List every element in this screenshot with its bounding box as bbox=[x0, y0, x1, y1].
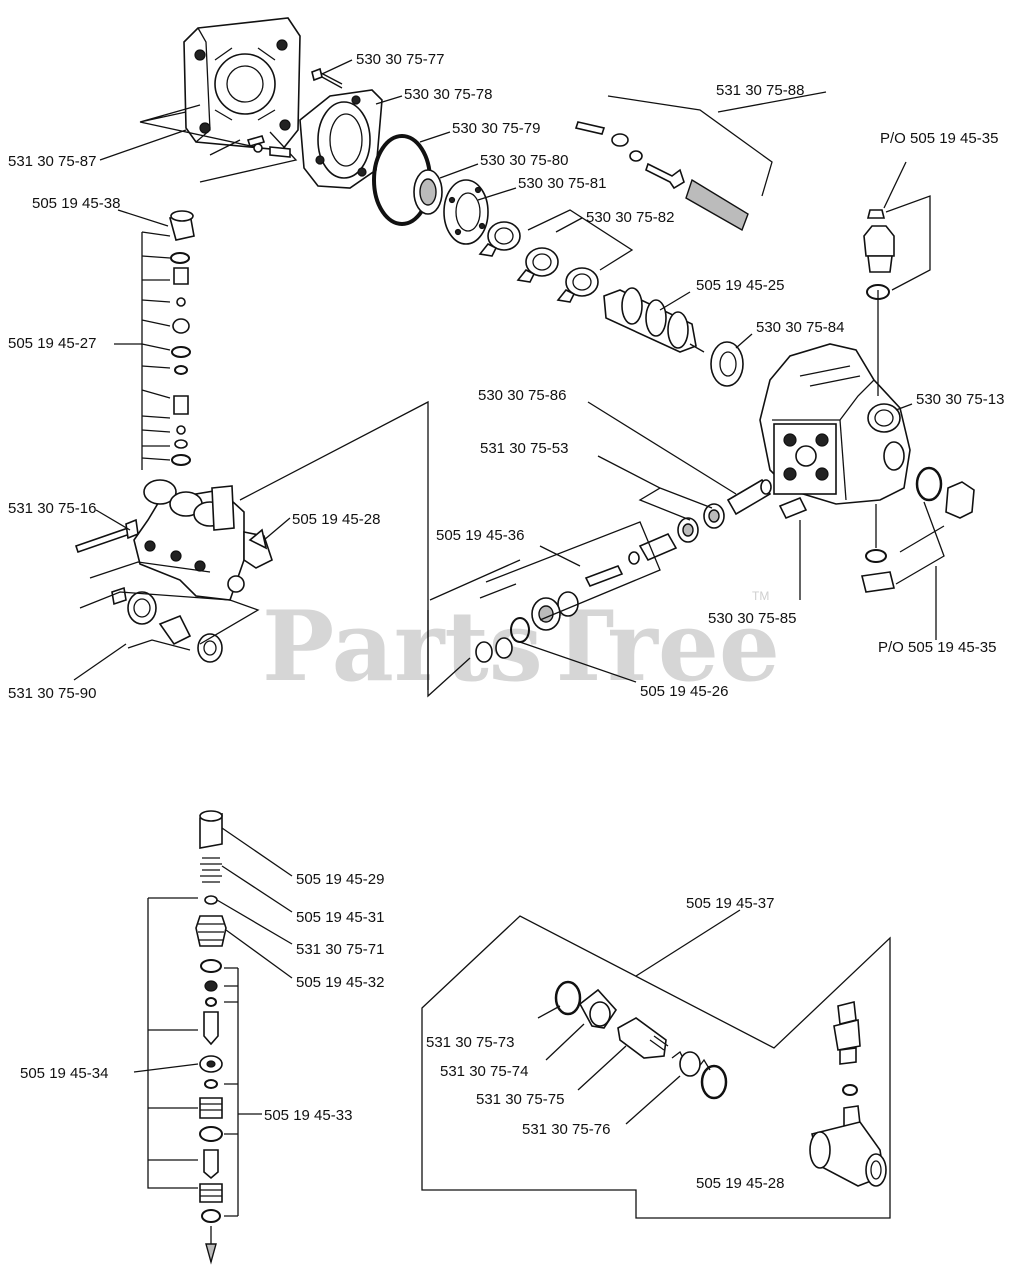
manifold-bolt-part[interactable] bbox=[74, 518, 139, 554]
piston-guide-part[interactable] bbox=[778, 496, 808, 520]
callout-505-19-45-36[interactable]: 505 19 45-36 bbox=[436, 527, 524, 544]
callout-505-19-45-28-top[interactable]: 505 19 45-28 bbox=[292, 511, 380, 528]
watermark-tm: TM bbox=[752, 589, 769, 603]
callout-530-30-75-80[interactable]: 530 30 75-80 bbox=[480, 152, 568, 169]
ball-bearing-part[interactable] bbox=[443, 179, 489, 245]
coupler-assembly-part[interactable] bbox=[809, 1001, 887, 1187]
callout-505-19-45-31[interactable]: 505 19 45-31 bbox=[296, 909, 384, 926]
crank-bearing-part[interactable] bbox=[710, 341, 744, 387]
callout-505-19-45-26[interactable]: 505 19 45-26 bbox=[640, 683, 728, 700]
callout-530-30-75-79[interactable]: 530 30 75-79 bbox=[452, 120, 540, 137]
part-labels: 530 30 75-77 530 30 75-78 531 30 75-88 5… bbox=[8, 51, 1004, 1192]
callout-530-30-75-86[interactable]: 530 30 75-86 bbox=[478, 387, 566, 404]
callout-505-19-45-33[interactable]: 505 19 45-33 bbox=[264, 1107, 352, 1124]
drain-plug-part[interactable] bbox=[915, 466, 975, 519]
piston-part[interactable] bbox=[726, 478, 772, 516]
callout-531-30-75-76[interactable]: 531 30 75-76 bbox=[522, 1121, 610, 1138]
callout-530-30-75-78[interactable]: 530 30 75-78 bbox=[404, 86, 492, 103]
callout-530-30-75-77[interactable]: 530 30 75-77 bbox=[356, 51, 444, 68]
callout-505-19-45-28-bottom[interactable]: 505 19 45-28 bbox=[696, 1175, 784, 1192]
callout-531-30-75-74[interactable]: 531 30 75-74 bbox=[440, 1063, 528, 1080]
connecting-rod-2-part[interactable] bbox=[516, 247, 559, 283]
callout-po-505-19-45-35-top[interactable]: P/O 505 19 45-35 bbox=[880, 130, 998, 147]
oil-seal-part[interactable] bbox=[413, 169, 443, 215]
callout-505-19-45-32[interactable]: 505 19 45-32 bbox=[296, 974, 384, 991]
callout-531-30-75-87[interactable]: 531 30 75-87 bbox=[8, 153, 96, 170]
callout-505-19-45-37[interactable]: 505 19 45-37 bbox=[686, 895, 774, 912]
callout-530-30-75-85[interactable]: 530 30 75-85 bbox=[708, 610, 796, 627]
manifold-head-part[interactable] bbox=[133, 479, 273, 601]
valve-stack-part[interactable] bbox=[169, 210, 195, 466]
camshaft-part[interactable] bbox=[603, 287, 705, 353]
plate-bolt-small-part[interactable] bbox=[246, 135, 291, 158]
callout-531-30-75-71[interactable]: 531 30 75-71 bbox=[296, 941, 384, 958]
watermark-text: PartsTree bbox=[262, 590, 780, 703]
callout-530-30-75-84[interactable]: 530 30 75-84 bbox=[756, 319, 844, 336]
callout-530-30-75-82[interactable]: 530 30 75-82 bbox=[586, 209, 674, 226]
callout-531-30-75-53[interactable]: 531 30 75-53 bbox=[480, 440, 568, 457]
callout-530-30-75-81[interactable]: 530 30 75-81 bbox=[518, 175, 606, 192]
callout-505-19-45-25[interactable]: 505 19 45-25 bbox=[696, 277, 784, 294]
nozzle-assembly-part[interactable] bbox=[554, 980, 728, 1100]
callout-530-30-75-13[interactable]: 530 30 75-13 bbox=[916, 391, 1004, 408]
callout-531-30-75-90[interactable]: 531 30 75-90 bbox=[8, 685, 96, 702]
connecting-rod-1-part[interactable] bbox=[478, 221, 521, 257]
callout-505-19-45-27[interactable]: 505 19 45-27 bbox=[8, 335, 96, 352]
callout-531-30-75-16[interactable]: 531 30 75-16 bbox=[8, 500, 96, 517]
dipstick-kit-part[interactable] bbox=[574, 95, 773, 232]
callout-505-19-45-29[interactable]: 505 19 45-29 bbox=[296, 871, 384, 888]
callout-531-30-75-73[interactable]: 531 30 75-73 bbox=[426, 1034, 514, 1051]
callout-po-505-19-45-35-bottom[interactable]: P/O 505 19 45-35 bbox=[878, 639, 996, 656]
callout-531-30-75-88[interactable]: 531 30 75-88 bbox=[716, 82, 804, 99]
callout-505-19-45-34[interactable]: 505 19 45-34 bbox=[20, 1065, 108, 1082]
fill-cap-part[interactable] bbox=[863, 209, 895, 300]
valve-plug-set-part[interactable] bbox=[111, 586, 223, 663]
lower-plug-part[interactable] bbox=[861, 549, 895, 593]
piston-seal-part[interactable] bbox=[677, 503, 725, 543]
plunger-part[interactable] bbox=[475, 532, 678, 663]
crankcase-part[interactable] bbox=[759, 343, 911, 505]
back-plate-part[interactable] bbox=[183, 17, 301, 151]
callout-505-19-45-38[interactable]: 505 19 45-38 bbox=[32, 195, 120, 212]
flange-bolt-part[interactable] bbox=[311, 67, 343, 89]
bearing-flange-part[interactable] bbox=[299, 89, 383, 189]
unloader-stack-part[interactable] bbox=[195, 810, 227, 1265]
callout-531-30-75-75[interactable]: 531 30 75-75 bbox=[476, 1091, 564, 1108]
connecting-rod-3-part[interactable] bbox=[556, 267, 599, 303]
